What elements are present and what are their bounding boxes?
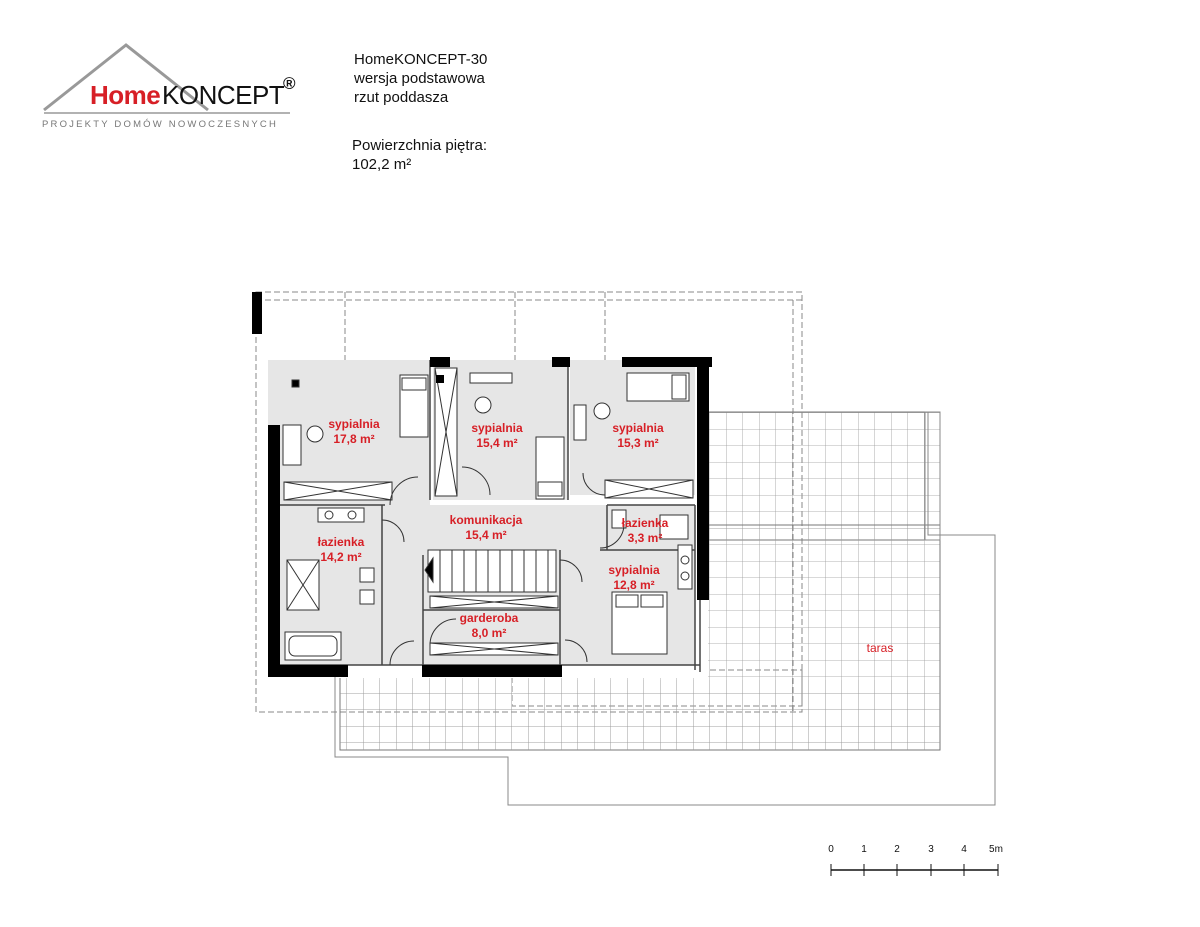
scale-tick-0: 0 <box>828 844 834 855</box>
terrace-label: taras <box>867 641 894 655</box>
room-label-bathroom-1-area: 14,2 m² <box>320 550 361 564</box>
room-label-wardrobe-name: garderoba <box>460 611 519 625</box>
room-label-bedroom-1-name: sypialnia <box>328 417 380 431</box>
scale-tick-5: 5m <box>989 844 1003 855</box>
project-name: HomeKONCEPT-30 <box>354 51 488 68</box>
room-labels: sypialnia 17,8 m² sypialnia 15,4 m² sypi… <box>318 417 894 655</box>
room-label-hall-area: 15,4 m² <box>465 528 506 542</box>
scale-tick-2: 2 <box>894 844 900 855</box>
logo-roof-icon <box>43 43 290 114</box>
room-label-bedroom-4-name: sypialnia <box>608 563 660 577</box>
room-label-bathroom-2-area: 3,3 m² <box>628 531 663 545</box>
floor-area-label: Powierzchnia piętra: <box>352 137 488 154</box>
scale-tick-3: 3 <box>928 844 934 855</box>
room-label-bathroom-2-name: łazienka <box>622 516 669 530</box>
built-in-wardrobes <box>283 367 694 656</box>
structural-walls <box>252 292 712 677</box>
door-swings <box>381 466 625 666</box>
room-label-wardrobe-area: 8,0 m² <box>472 626 507 640</box>
scale-bar: 0 1 2 3 4 5m <box>828 844 1003 876</box>
plan-title-block: HomeKONCEPT-30 wersja podstawowa rzut po… <box>354 50 487 107</box>
furniture <box>282 372 693 661</box>
stairs <box>424 549 557 593</box>
registered-mark: ® <box>283 74 296 93</box>
scale-tick-4: 4 <box>961 844 967 855</box>
project-version: wersja podstawowa <box>354 70 485 87</box>
plan-view-name: rzut poddasza <box>354 89 449 106</box>
floor-area-value: 102,2 m² <box>352 156 412 173</box>
room-label-bedroom-3-name: sypialnia <box>612 421 664 435</box>
room-label-bedroom-2-area: 15,4 m² <box>476 436 517 450</box>
logo-tagline: PROJEKTY DOMÓW NOWOCZESNYCH <box>42 119 279 130</box>
scale-tick-1: 1 <box>861 844 867 855</box>
room-label-bedroom-4-area: 12,8 m² <box>613 578 654 592</box>
logo-brand-home: Home <box>90 80 161 110</box>
room-label-bathroom-1-name: łazienka <box>318 535 365 549</box>
room-label-bedroom-1-area: 17,8 m² <box>333 432 374 446</box>
room-label-hall-name: komunikacja <box>450 513 523 527</box>
floor-area-block: Powierzchnia piętra: 102,2 m² <box>352 136 487 174</box>
logo-brand-koncept: KONCEPT <box>162 80 285 110</box>
room-label-bedroom-3-area: 15,3 m² <box>617 436 658 450</box>
room-label-bedroom-2-name: sypialnia <box>471 421 523 435</box>
